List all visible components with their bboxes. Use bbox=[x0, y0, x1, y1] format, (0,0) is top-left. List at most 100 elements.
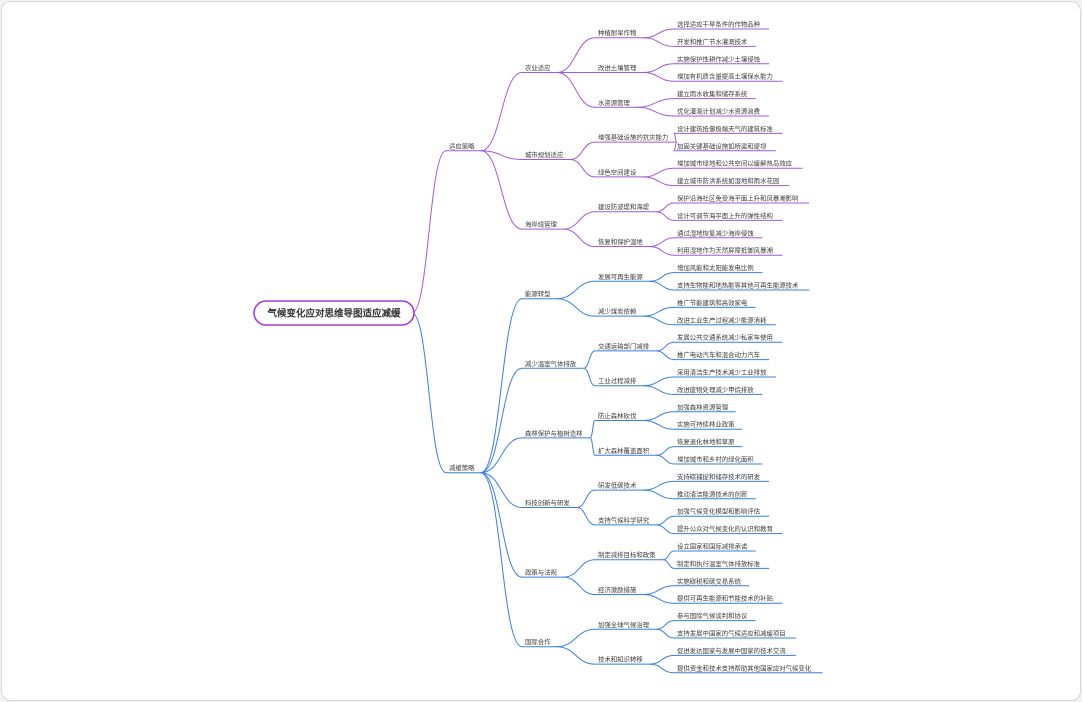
leaf-node[interactable]: 发展公共交通系统减少私家车使用 bbox=[674, 333, 783, 343]
leaf-node[interactable]: 优化灌溉计划减少水资源浪费 bbox=[674, 107, 770, 117]
category-node-label: 海岸线管理 bbox=[525, 220, 558, 229]
edge bbox=[656, 620, 675, 630]
edge bbox=[642, 480, 675, 491]
leaf-node[interactable]: 设计可调节海平面上升的弹性结构 bbox=[674, 211, 783, 221]
leaf-node[interactable]: 设计建筑抵御极端天气的建筑标准 bbox=[674, 124, 783, 134]
topic-node-label: 减少煤炭依赖 bbox=[598, 307, 637, 316]
leaf-node[interactable]: 建立城市防洪系统如湿地和雨水花园 bbox=[674, 176, 790, 187]
topic-node[interactable]: 加强全球气候治理 bbox=[595, 620, 657, 630]
topic-node-label: 支持气候科学研究 bbox=[598, 515, 650, 524]
leaf-node[interactable]: 推广电动汽车和混合动力汽车 bbox=[674, 350, 770, 361]
leaf-node[interactable]: 恢复退化林地和草原 bbox=[674, 437, 743, 448]
topic-node[interactable]: 种植耐旱作物 bbox=[595, 28, 644, 39]
leaf-node[interactable]: 促进发达国家与发展中国家的技术交流 bbox=[674, 646, 796, 656]
category-node[interactable]: 能源转型 bbox=[522, 289, 557, 300]
leaf-node[interactable]: 改进工业生产过程减少能源消耗 bbox=[674, 315, 776, 326]
leaf-node[interactable]: 推广节能建筑和高效家电 bbox=[674, 298, 756, 308]
leaf-node[interactable]: 实施保护性耕作减少土壤侵蚀 bbox=[674, 54, 770, 65]
leaf-node[interactable]: 实施碳税和碳交易系统 bbox=[674, 576, 749, 587]
leaf-node[interactable]: 参与国际气候谈判和协议 bbox=[674, 611, 756, 622]
leaf-node[interactable]: 提供资金和技术支持帮助其他国家应对气候变化 bbox=[674, 663, 823, 674]
leaf-node[interactable]: 保护沿海社区免受海平面上升和风暴潮影响 bbox=[674, 194, 810, 204]
topic-node[interactable]: 建设防波堤和海堤 bbox=[595, 202, 657, 213]
leaf-node[interactable]: 推动清洁能源技术的创新 bbox=[674, 489, 756, 500]
strategy-node[interactable]: 适应策略 bbox=[446, 141, 481, 152]
topic-node[interactable]: 支持气候科学研究 bbox=[595, 515, 657, 526]
leaf-node[interactable]: 开发和推广节水灌溉技术 bbox=[674, 37, 756, 47]
leaf-node[interactable]: 增加城市和乡村的绿化面积 bbox=[674, 455, 763, 465]
edge bbox=[480, 150, 523, 230]
leaf-node[interactable]: 增加风能和太阳能发电比例 bbox=[674, 263, 763, 274]
edge bbox=[656, 524, 675, 535]
topic-node[interactable]: 减少煤炭依赖 bbox=[595, 307, 644, 317]
edge bbox=[642, 489, 675, 500]
topic-node[interactable]: 防止森林砍伐 bbox=[595, 411, 644, 421]
topic-node[interactable]: 绿色空间建设 bbox=[595, 167, 644, 178]
topic-node[interactable]: 研发低碳技术 bbox=[595, 481, 644, 491]
edge bbox=[642, 72, 675, 82]
category-node-label: 能源转型 bbox=[525, 289, 551, 298]
leaf-node[interactable]: 加强气候变化模型和影响评估 bbox=[674, 507, 770, 517]
category-node[interactable]: 农业适应 bbox=[522, 63, 557, 73]
edge bbox=[642, 594, 675, 604]
edge bbox=[642, 176, 675, 187]
topic-node[interactable]: 水资源管理 bbox=[595, 98, 637, 108]
category-node-label: 政策与法规 bbox=[525, 568, 558, 577]
edge bbox=[563, 559, 596, 578]
topic-node[interactable]: 交通运输部门减排 bbox=[595, 341, 657, 352]
leaf-node[interactable]: 利用湿地作为天然屏障抵御风暴潮 bbox=[674, 246, 783, 256]
category-node[interactable]: 政策与法规 bbox=[522, 568, 564, 578]
edge bbox=[656, 454, 675, 465]
leaf-node[interactable]: 选择适应干旱条件的作物品种 bbox=[674, 20, 770, 30]
topic-node[interactable]: 扩大森林覆盖面积 bbox=[595, 446, 657, 456]
category-node[interactable]: 国际合作 bbox=[522, 637, 557, 648]
topic-node-label: 绿色空间建设 bbox=[598, 167, 637, 176]
leaf-node-label: 促进发达国家与发展中国家的技术交流 bbox=[677, 646, 786, 655]
leaf-node[interactable]: 增加有机质含量提高土壤保水能力 bbox=[674, 72, 783, 82]
topic-node[interactable]: 增强基础设施的抗灾能力 bbox=[595, 133, 677, 143]
topic-node[interactable]: 制定减排目标和政策 bbox=[595, 550, 664, 561]
leaf-node[interactable]: 改进废物处理减少甲烷排放 bbox=[674, 385, 763, 395]
edge bbox=[563, 228, 596, 247]
edge bbox=[649, 654, 675, 665]
leaf-node[interactable]: 通过湿地恢复减少海岸侵蚀 bbox=[674, 228, 763, 239]
strategy-node[interactable]: 减缓策略 bbox=[446, 463, 481, 474]
leaf-node[interactable]: 支持生物能和地热能等其他可再生能源技术 bbox=[674, 281, 810, 291]
topic-node[interactable]: 技术和知识转移 bbox=[595, 655, 650, 665]
leaf-node[interactable]: 设立国家和国际减排承诺 bbox=[674, 542, 756, 552]
leaf-node[interactable]: 采用清洁生产技术减少工业排放 bbox=[674, 368, 776, 378]
leaf-node[interactable]: 加强森林资源管理 bbox=[674, 402, 736, 413]
leaf-node[interactable]: 提升公众对气候变化的认识和教育 bbox=[674, 524, 783, 535]
edge bbox=[642, 315, 675, 326]
topic-node[interactable]: 改进土壤管理 bbox=[595, 63, 644, 73]
leaf-node[interactable]: 实施可持续林业政策 bbox=[674, 420, 743, 430]
leaf-node-label: 加强森林资源管理 bbox=[677, 402, 729, 411]
category-node[interactable]: 城市规划适应 bbox=[522, 150, 571, 160]
category-node[interactable]: 科技创新与研发 bbox=[522, 498, 577, 508]
leaf-node[interactable]: 支持碳捕捉和储存技术的研发 bbox=[674, 472, 770, 482]
leaf-node[interactable]: 加固关键基础设施如桥梁和堤坝 bbox=[674, 141, 776, 152]
topic-node-label: 制定减排目标和政策 bbox=[598, 550, 656, 559]
leaf-node[interactable]: 制定和执行温室气体排放标准 bbox=[674, 559, 770, 569]
root-node[interactable]: 气候变化应对思维导图适应减缓 bbox=[253, 300, 415, 326]
edge bbox=[583, 367, 596, 387]
leaf-node[interactable]: 增加城市绿地和公共空间以缓解热岛效应 bbox=[674, 159, 803, 169]
edge bbox=[642, 385, 675, 395]
topic-node[interactable]: 工业过程减排 bbox=[595, 376, 644, 387]
topic-node[interactable]: 发展可再生能源 bbox=[595, 272, 650, 282]
category-node[interactable]: 减少温室气体排放 bbox=[522, 359, 584, 369]
edge bbox=[673, 132, 678, 143]
topic-node[interactable]: 经济激励措施 bbox=[595, 585, 644, 595]
category-node[interactable]: 海岸线管理 bbox=[522, 220, 564, 230]
edge bbox=[636, 106, 675, 117]
edge bbox=[656, 628, 675, 639]
leaf-node[interactable]: 提供可再生能源和节能技术的补贴 bbox=[674, 594, 783, 604]
leaf-node[interactable]: 支持发展中国家的气候适应和减缓项目 bbox=[674, 629, 796, 639]
topic-node[interactable]: 恢复和保护湿地 bbox=[595, 237, 650, 247]
edge bbox=[480, 298, 523, 474]
leaf-node[interactable]: 建立雨水收集和储存系统 bbox=[674, 89, 756, 100]
category-node[interactable]: 森林保护与植树造林 bbox=[522, 428, 591, 439]
edge bbox=[642, 28, 675, 39]
category-node-label: 减少温室气体排放 bbox=[525, 359, 577, 368]
